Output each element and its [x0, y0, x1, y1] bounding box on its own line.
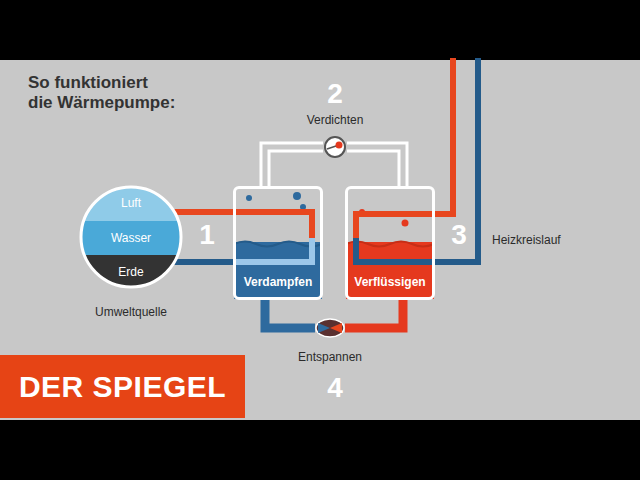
condenser-coil	[356, 238, 435, 262]
evaporator-coil	[233, 212, 312, 238]
title: So funktioniert die Wärmepumpe:	[28, 73, 176, 113]
circle-outline	[81, 187, 181, 287]
band-fill	[79, 221, 183, 255]
bubble	[246, 195, 252, 201]
callout-number: 3	[451, 219, 467, 251]
pipe-outline	[265, 147, 323, 186]
pipe	[347, 147, 403, 186]
label-wrap: 1	[188, 219, 226, 251]
evaporator-coil	[233, 238, 312, 262]
source-label: Umweltquelle	[49, 305, 213, 319]
pipe	[345, 300, 403, 328]
earth-band: Erde	[79, 255, 183, 289]
pipe-line	[265, 300, 315, 328]
expansion-valve: Entspannen	[315, 318, 345, 338]
callout-number: 1	[199, 219, 215, 251]
evaporator-box: Verdampfen	[233, 186, 323, 300]
pipe	[265, 147, 323, 186]
pipe-line	[345, 300, 403, 328]
water-band: Wasser	[79, 221, 183, 255]
label-wrap: 4	[310, 372, 360, 404]
compressor-symbol: Verdichten	[323, 135, 347, 159]
brand-bar	[0, 355, 245, 418]
condenser-coil	[356, 214, 435, 238]
evaporator-fill	[234, 187, 322, 299]
label-wrap: Verdichten	[273, 113, 397, 127]
heating-flow-pipe	[435, 58, 453, 214]
box-label: Verflüssigen	[354, 275, 425, 289]
pipe	[174, 262, 233, 263]
expansion-valve-shape	[315, 318, 345, 338]
heating-return-pipe	[435, 58, 478, 262]
callout-number: 4	[327, 372, 343, 404]
pipe-outline	[347, 147, 403, 186]
air-band: Luft	[79, 185, 183, 221]
liquid-wave	[234, 242, 322, 247]
label-wrap: Heizkreislauf	[492, 231, 602, 249]
evaporator-liquid	[234, 242, 322, 299]
condenser-box: Verflüssigen	[345, 186, 435, 300]
source-circle: UmweltquelleLuftWasserErde	[79, 185, 183, 289]
step-label: Verdichten	[273, 113, 397, 127]
pipe	[174, 212, 233, 213]
bubble	[293, 192, 301, 200]
label-wrap: 3	[444, 219, 474, 251]
pipe	[265, 300, 315, 328]
compressor-symbol-shape	[323, 135, 347, 159]
label-wrap: 2	[310, 78, 360, 110]
brand-logo: DER SPIEGEL	[19, 370, 226, 404]
condenser-liquid	[346, 242, 434, 299]
label-wrap: Entspannen	[265, 350, 395, 364]
band-label: Luft	[121, 196, 141, 210]
label-wrap: Umweltquelle	[49, 305, 213, 319]
droplet	[402, 220, 409, 227]
band-label: Wasser	[111, 231, 151, 245]
pipe-line	[174, 209, 233, 215]
box-label: Verdampfen	[244, 275, 313, 289]
step-label: Entspannen	[265, 350, 395, 364]
band-label: Erde	[118, 265, 143, 279]
pipe-line	[265, 147, 323, 186]
pipe-line	[174, 259, 233, 265]
liquid-wave	[346, 242, 434, 247]
background-panel	[0, 60, 640, 420]
pipe-line	[347, 147, 403, 186]
callout-number: 2	[327, 78, 343, 110]
label-wrap: DER SPIEGEL	[0, 355, 245, 418]
condenser-fill	[346, 187, 434, 299]
circuit-label: Heizkreislauf	[492, 233, 561, 247]
